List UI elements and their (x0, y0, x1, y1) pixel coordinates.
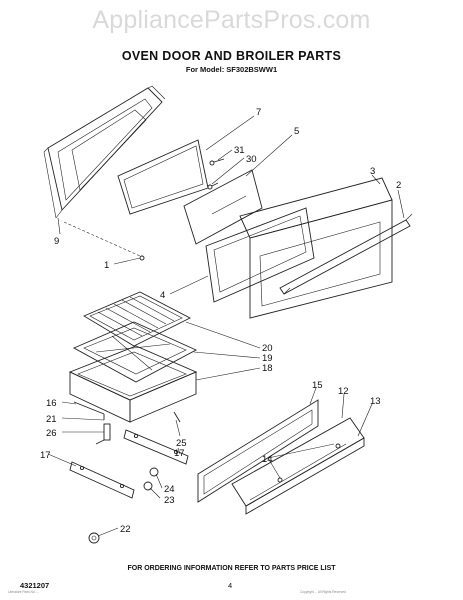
side-rail-right (123, 429, 189, 465)
callout-16: 16 (46, 398, 57, 409)
broiler-grid (83, 291, 191, 347)
hinge-pin (63, 221, 145, 261)
callout-18: 18 (262, 363, 273, 374)
callout-21: 21 (46, 414, 57, 425)
callout-19: 19 (262, 353, 273, 364)
insulation-pad (117, 139, 209, 215)
page-number: 4 (228, 581, 233, 590)
callout-15: 15 (312, 380, 323, 391)
callout-31: 31 (234, 145, 245, 156)
callout-7: 7 (256, 107, 261, 118)
callout-3: 3 (370, 166, 375, 177)
model-line: For Model: SF302BSWW1 (185, 65, 278, 74)
rollers (88, 467, 159, 544)
document-number: 4321207 (20, 581, 50, 590)
screw-25 (173, 411, 181, 423)
fine-print-right: Copyright ... All Rights Reserved (300, 590, 346, 594)
callout-20: 20 (262, 343, 273, 354)
fine-print-left: Literature Parts No. ... (8, 590, 40, 594)
door-handle (279, 213, 413, 295)
broiler-door-outer (197, 399, 319, 503)
callout-5: 5 (294, 126, 299, 137)
watermark: AppliancePartsPros.com (92, 6, 371, 34)
callout-25: 25 (176, 438, 187, 449)
screws (207, 158, 225, 190)
side-rail-left (69, 461, 135, 499)
callout-12: 12 (338, 386, 349, 397)
callout-22: 22 (120, 524, 131, 535)
leader-lines (47, 115, 405, 537)
door-frame (239, 177, 393, 319)
callout-30: 30 (246, 154, 257, 165)
callout-13: 13 (370, 396, 381, 407)
callout-4: 4 (160, 290, 165, 301)
callout-23: 23 (164, 495, 175, 506)
callout-17-left: 17 (40, 450, 51, 461)
callout-17-right: 17 (174, 448, 185, 459)
broiler-drawer (68, 345, 198, 423)
callout-14: 14 (262, 454, 273, 465)
oven-door-outer-panel (43, 85, 166, 219)
window-glass (183, 169, 263, 245)
broiler-pan (72, 321, 198, 383)
broiler-door-inner (231, 417, 365, 515)
diagram-title: OVEN DOOR AND BROILER PARTS (121, 49, 342, 63)
callout-26: 26 (46, 428, 57, 439)
callout-1: 1 (104, 260, 109, 271)
drawer-rail (73, 401, 111, 445)
callout-9: 9 (54, 236, 59, 247)
callout-2: 2 (396, 180, 401, 191)
callout-24: 24 (164, 484, 175, 495)
door-inner-panel (205, 207, 315, 303)
ordering-note: FOR ORDERING INFORMATION REFER TO PARTS … (127, 565, 336, 572)
